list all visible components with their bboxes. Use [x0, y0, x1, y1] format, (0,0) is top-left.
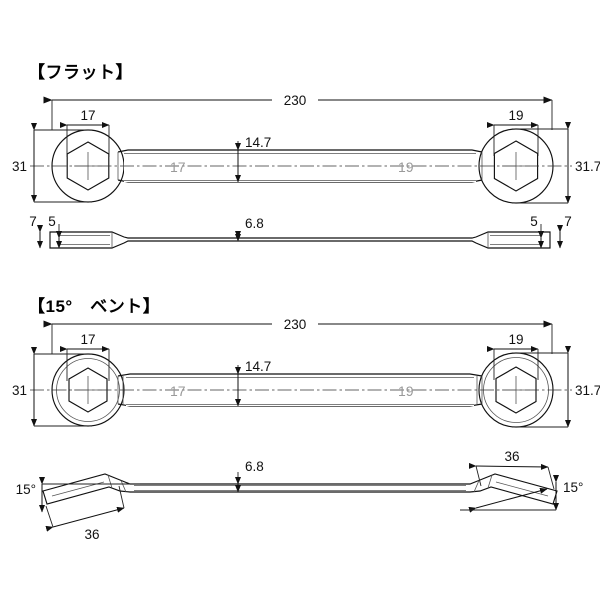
flat-top-dimensions: 230 17 19 31 31.7 — [12, 93, 600, 204]
bent-left-step-lines — [107, 474, 127, 493]
bent-right-length-dim-line-2 — [468, 462, 549, 470]
side-left-inner — [58, 235, 110, 245]
flat-top-view: 17 19 — [30, 128, 572, 204]
bent-shaft-width-label: 14.7 — [245, 359, 271, 374]
bent-overall-length-label: 230 — [284, 317, 307, 332]
bent-head-left-label: 31 — [12, 383, 27, 398]
hex-left-label: 17 — [80, 108, 95, 123]
shaft-width-label: 14.7 — [245, 135, 271, 150]
section-title-flat: 【フラット】 — [28, 62, 133, 82]
bent-top-dimensions: 230 17 19 31 31.7 14.7 — [12, 317, 600, 428]
bent-right-length-label: 36 — [504, 449, 519, 464]
thk-left-inner-label: 5 — [48, 214, 56, 229]
head-right-label: 31.7 — [575, 159, 600, 174]
overall-length-label: 230 — [284, 93, 307, 108]
bent-hex-left-label: 17 — [80, 332, 95, 347]
bent-left-angle-label: 15° — [16, 482, 36, 497]
centerline-label-right: 19 — [398, 159, 414, 175]
side-profile-outline — [49, 231, 551, 249]
thk-mid-label: 6.8 — [245, 216, 264, 231]
bent-left-hex-center-cross — [74, 376, 102, 404]
bent-left-length-dim-line — [45, 506, 125, 532]
bent-shaft-inner-lines — [126, 377, 474, 405]
side-step-lines — [111, 232, 489, 248]
bent-side-view: 15° 36 6.8 36 15° — [16, 449, 584, 542]
bent-right-hex-center-cross — [502, 376, 530, 404]
bent-right-length-dim-line — [468, 487, 548, 513]
section-title-bent: 【15° ベント】 — [28, 296, 160, 316]
bent-shaft-top-edge — [117, 373, 483, 377]
bent-centerline-label-right: 19 — [398, 383, 414, 399]
bent-left-length-ext-b — [118, 485, 125, 509]
bent-hex-right-label: 19 — [508, 332, 523, 347]
thk-left-outer-label: 7 — [29, 214, 37, 229]
centerline-label-left: 17 — [170, 159, 186, 175]
bent-right-length-ext-b — [547, 466, 555, 490]
hex-right-label: 19 — [508, 108, 523, 123]
thk-right-outer-label: 7 — [564, 214, 572, 229]
bent-right-angle-label: 15° — [563, 480, 583, 495]
bent-top-view: 17 19 — [30, 352, 572, 428]
shaft-inner-lines — [124, 153, 476, 181]
left-hex-center-cross — [74, 152, 102, 180]
bent-left-length-ext-a — [45, 505, 54, 528]
flat-side-view: 7 5 6.8 5 7 — [29, 214, 572, 249]
thk-right-inner-label: 5 — [530, 214, 538, 229]
shaft-top-edge — [117, 149, 483, 153]
head-left-label: 31 — [12, 159, 27, 174]
side-right-inner — [490, 235, 542, 245]
right-hex-center-cross — [502, 152, 530, 180]
bent-thk-mid-label: 6.8 — [245, 459, 264, 474]
bent-left-length-label: 36 — [84, 527, 99, 542]
bent-centerline-label-left: 17 — [170, 383, 186, 399]
bent-mid-inner-lines — [134, 485, 466, 491]
bent-head-right-label: 31.7 — [575, 383, 600, 398]
